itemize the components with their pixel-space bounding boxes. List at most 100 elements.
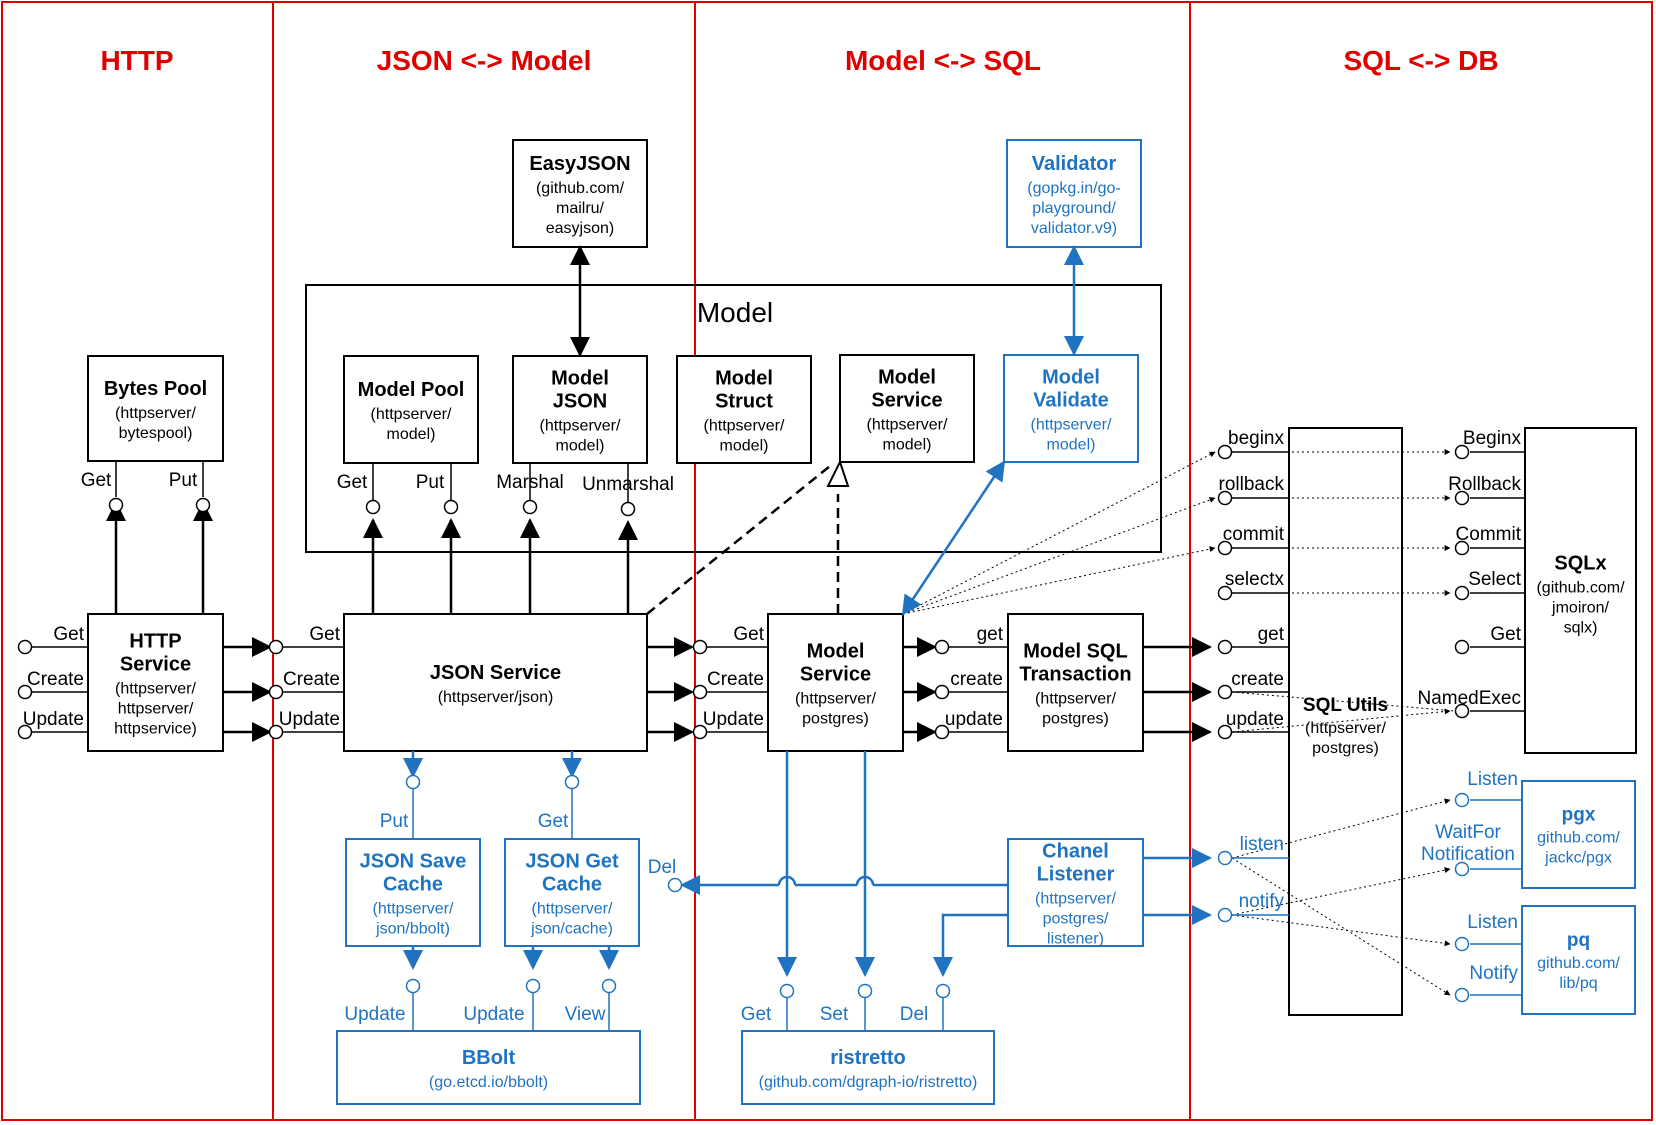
label-http-get: Get [53,624,84,645]
label-pgx-listen: Listen [1467,769,1518,790]
sql-utils-subtitle: postgres) [1312,740,1379,757]
box-json-service[interactable] [343,613,648,752]
model-struct-title: Model [715,368,773,390]
json-get-cache-subtitle: json/cache) [530,921,613,938]
model-group [305,284,1162,553]
label-su-commit: commit [1223,524,1285,545]
chanel-listener-subtitle: (httpserver/ [1035,891,1116,908]
label-json-create: Create [283,669,340,690]
box-bytes-pool[interactable] [87,355,224,462]
box-sqlx[interactable] [1524,427,1637,754]
label-su-update: update [1226,709,1284,730]
label-ms-update: Update [703,709,764,730]
model-sql-tx-title: Transaction [1019,664,1131,686]
section-title-sql-db: SQL <-> DB [1343,45,1498,76]
json-service-subtitle: (httpserver/json) [438,689,554,706]
bytes-pool-subtitle: (httpserver/ [115,405,196,422]
box-model-validate[interactable] [1003,354,1139,463]
box-sql-utils[interactable] [1288,427,1403,1016]
label-sqlx-beginx: Beginx [1463,428,1522,449]
label-su-beginx: beginx [1228,428,1284,449]
model-sql-tx-subtitle: postgres) [1042,711,1109,728]
label-ms-get: Get [733,624,764,645]
json-get-cache-title: Cache [542,874,602,896]
sqlx-subtitle: sqlx) [1564,620,1598,637]
json-service-title: JSON Service [430,662,561,684]
model-pool-title: Model Pool [358,379,465,401]
sqlx-title: SQLx [1554,553,1606,575]
label-sqlx-select: Select [1468,569,1522,590]
box-model-service-iface[interactable] [839,354,975,463]
section-title-http: HTTP [100,45,173,76]
sqlx-subtitle: (github.com/ [1536,580,1625,597]
http-service-title: Service [120,654,191,676]
label-http-create: Create [27,669,84,690]
model-sql-tx-subtitle: (httpserver/ [1035,691,1116,708]
model-pool-subtitle: model) [387,426,436,443]
pgx-title: pgx [1562,805,1596,826]
model-json-subtitle: model) [556,438,605,455]
chanel-listener-title: Chanel [1042,841,1109,863]
label-model-pool-get: Get [337,472,368,493]
connectors-blue [403,245,1522,1031]
label-unmarshal: Unmarshal [582,474,674,495]
box-easyjson[interactable] [512,139,648,248]
json-save-cache-subtitle: (httpserver/ [373,901,454,918]
label-tx-get: get [977,624,1004,645]
box-pq[interactable] [1521,905,1636,1015]
label-pq-listen: Listen [1467,912,1518,933]
label-marshal: Marshal [496,472,564,493]
box-http-service[interactable] [87,613,224,752]
box-model-pool[interactable] [343,355,479,464]
model-pool-subtitle: (httpserver/ [371,406,452,423]
model-struct-title: Struct [715,391,773,413]
ristretto-subtitle: (github.com/dgraph-io/ristretto) [759,1074,978,1091]
label-sqlx-namedexec: NamedExec [1418,688,1522,709]
box-json-get-cache[interactable] [504,838,640,947]
box-bbolt[interactable] [336,1030,641,1105]
box-model-struct[interactable] [676,355,812,464]
easyjson-subtitle: easyjson) [546,220,614,237]
http-service-subtitle: (httpserver/ [115,681,196,698]
model-struct-subtitle: model) [720,438,769,455]
json-save-cache-title: JSON Save [360,851,467,873]
label-pgx-notification: Notification [1421,844,1515,865]
boxes [87,139,1637,1105]
pgx-subtitle: github.com/ [1537,830,1620,847]
bbolt-subtitle: (go.etcd.io/bbolt) [429,1074,548,1091]
pgx-subtitle: jackc/pgx [1544,850,1612,867]
box-chanel-listener[interactable] [1007,838,1144,947]
box-model-service[interactable] [767,613,904,752]
label-su-listen: listen [1240,834,1284,855]
port-labels: Get Put Get Put Marshal Unmarshal Get Cr… [23,428,1522,1025]
box-ristretto[interactable] [741,1030,995,1105]
http-service-title: HTTP [129,631,181,653]
model-service-subtitle: postgres) [802,711,869,728]
pq-subtitle: github.com/ [1537,955,1620,972]
label-bbolt-update-2: Update [463,1004,524,1025]
label-su-selectx: selectx [1225,569,1285,590]
label-pq-notify: Notify [1469,963,1518,984]
box-model-json[interactable] [512,355,648,464]
chanel-listener-subtitle: listener) [1047,931,1104,948]
json-get-cache-subtitle: (httpserver/ [532,901,613,918]
bytes-pool-subtitle: bytespool) [119,425,193,442]
box-pgx[interactable] [1521,780,1636,889]
label-rist-del: Del [900,1004,929,1025]
label-su-notify: notify [1239,891,1285,912]
sql-utils-title: SQL Utils [1303,695,1388,716]
box-model-sql-tx[interactable] [1007,613,1144,752]
model-validate-subtitle: model) [1047,437,1096,454]
label-http-update: Update [23,709,84,730]
label-rist-set: Set [820,1004,849,1025]
model-group-title: Model [697,297,773,328]
sql-utils-subtitle: (httpserver/ [1305,720,1386,737]
model-service-iface-title: Service [871,390,942,412]
model-service-iface-subtitle: (httpserver/ [867,417,948,434]
chanel-listener-title: Listener [1037,864,1115,886]
label-model-pool-put: Put [416,472,445,493]
label-rist-get: Get [741,1004,772,1025]
json-save-cache-title: Cache [383,874,443,896]
